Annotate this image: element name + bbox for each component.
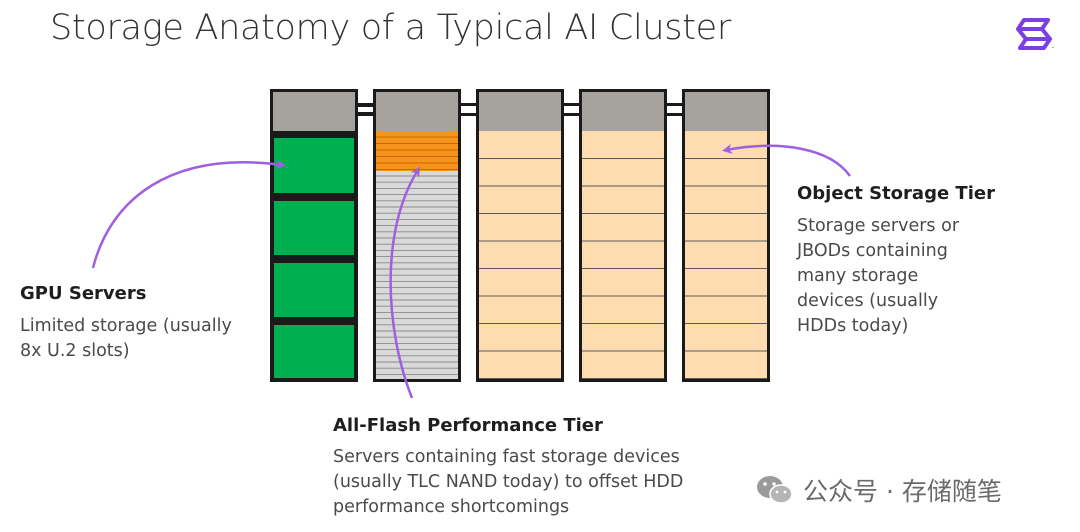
object-storage-rack-2 (579, 89, 667, 382)
page-title: Storage Anatomy of a Typical AI Cluster (50, 8, 731, 48)
watermark-text: 公众号 · 存储随笔 (803, 477, 1002, 506)
watermark: 公众号 · 存储随笔 (755, 472, 1002, 508)
object-desc-line: Storage servers or (797, 216, 960, 236)
object-tier-heading: Object Storage Tier (797, 183, 995, 204)
gpu-server-4 (274, 325, 354, 378)
s-chain-logo-icon: ™ (1016, 18, 1055, 51)
gpu-desc-line: Limited storage (usually (20, 316, 232, 336)
object-desc-line: devices (usually (797, 291, 939, 311)
flash-desc-line: Servers containing fast storage devices (333, 447, 680, 467)
object-storage-rack-1 (476, 89, 564, 382)
object-storage-rack-3 (682, 89, 770, 382)
rack-connectors (356, 103, 685, 116)
flash-tier-heading: All-Flash Performance Tier (333, 415, 603, 436)
object-tier-description: Storage servers or JBODs containing many… (797, 214, 959, 339)
wechat-icon (757, 476, 793, 504)
gpu-server-3 (274, 263, 354, 317)
flash-arrow (389, 166, 421, 399)
flash-tier-description: Servers containing fast storage devices … (333, 445, 683, 520)
flash-orange-devices (376, 131, 458, 171)
gpu-servers-heading: GPU Servers (20, 283, 147, 304)
gpu-arrow (91, 159, 286, 269)
gpu-server-rack (270, 89, 358, 382)
gpu-server-1 (274, 138, 354, 193)
object-desc-line: JBODs containing (797, 241, 948, 261)
gpu-servers-description: Limited storage (usually 8x U.2 slots) (20, 314, 232, 364)
all-flash-rack (373, 89, 461, 382)
svg-text:™: ™ (1051, 46, 1055, 51)
gpu-server-2 (274, 201, 354, 255)
flash-desc-line: performance shortcomings (333, 497, 570, 517)
gpu-desc-line: 8x U.2 slots) (20, 341, 130, 361)
object-desc-line: many storage (797, 266, 919, 286)
object-arrow (722, 143, 852, 177)
flash-desc-line: (usually TLC NAND today) to offset HDD (333, 472, 684, 492)
object-desc-line: HDDs today) (797, 316, 909, 336)
